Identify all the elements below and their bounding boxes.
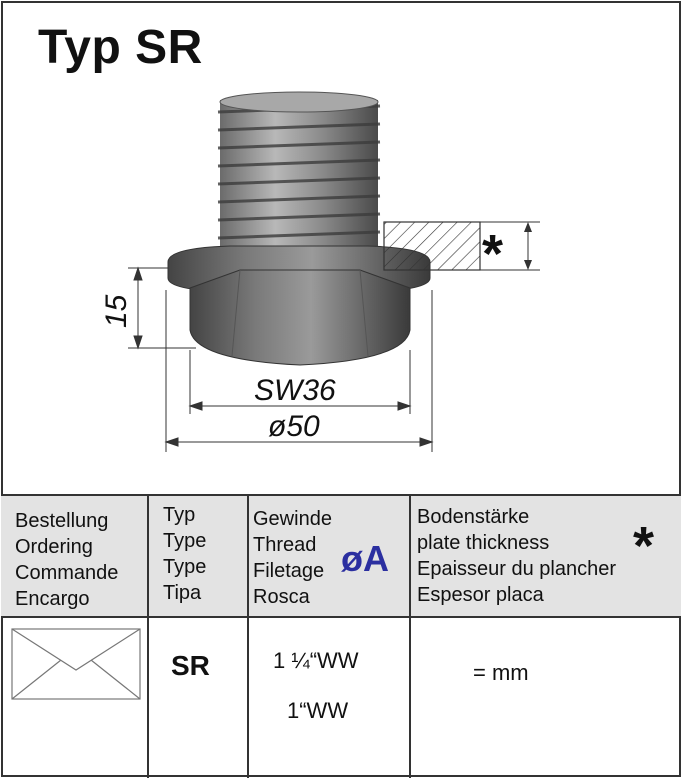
hex-head	[189, 269, 411, 366]
dim-diameter-label: ø50	[268, 410, 320, 443]
plate-star: *	[482, 224, 503, 284]
technical-drawing: * 15 SW36 ø50	[100, 91, 540, 452]
thickness-input[interactable]: = mm	[473, 660, 529, 685]
thread-body	[217, 91, 381, 250]
thread-value-2: 1“WW	[287, 698, 349, 723]
dim-sw-label: SW36	[254, 374, 336, 407]
dim-height-label: 15	[100, 294, 133, 328]
thread-value-1: 1 ¼“WW	[273, 648, 359, 673]
diameter-a-symbol: øA	[341, 538, 389, 579]
sw-dimension	[188, 350, 412, 414]
column-divider	[409, 494, 411, 778]
height-dimension	[128, 266, 196, 350]
column-divider	[147, 494, 149, 778]
envelope-icon[interactable]	[11, 628, 141, 700]
column-divider	[247, 494, 249, 778]
table-header	[1, 494, 681, 618]
page-title: Typ SR	[38, 21, 203, 74]
plate-section	[383, 221, 540, 271]
header-star: *	[633, 516, 655, 576]
diameter-dimension	[164, 290, 434, 452]
type-value: SR	[171, 650, 210, 681]
